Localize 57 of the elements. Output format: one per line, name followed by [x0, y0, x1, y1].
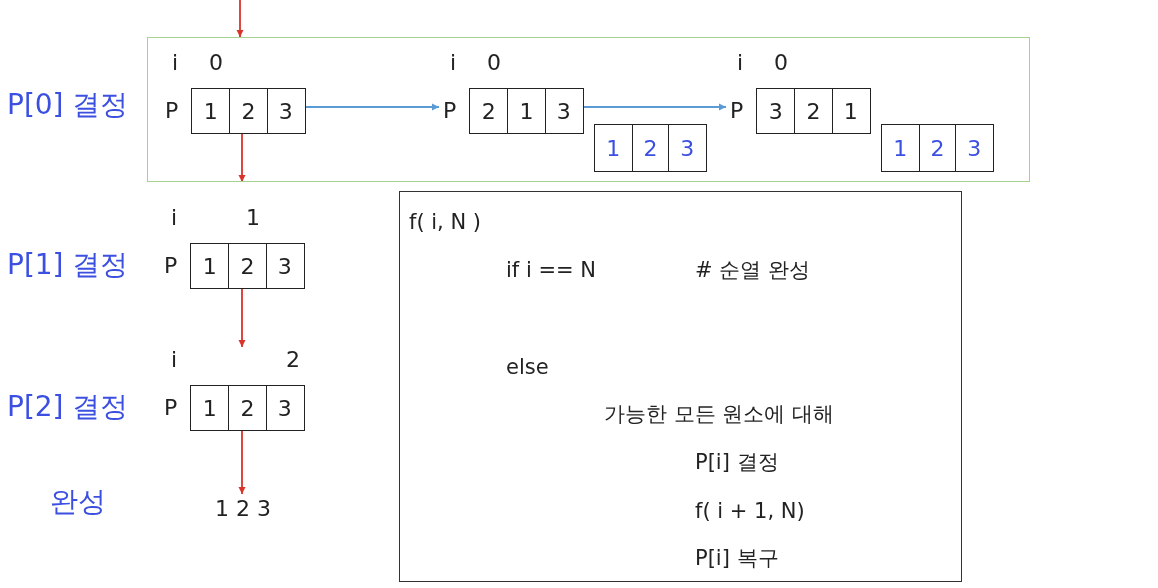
index-label: i	[171, 207, 178, 229]
array-cell-text: 1	[605, 134, 622, 163]
array-cell: 3	[544, 89, 582, 133]
step-label: P[2] 결정	[7, 393, 129, 421]
index-value: 0	[209, 52, 223, 74]
code-line: # 순열 완성	[695, 260, 810, 281]
array-cell: 1	[507, 89, 545, 133]
array-cell: 2	[631, 125, 669, 171]
array-cell: 3	[668, 125, 705, 171]
array-cell-text: 1	[202, 97, 219, 126]
array-cell: 3	[265, 244, 303, 288]
code-line: f( i, N )	[409, 212, 482, 233]
pseudocode-box	[399, 191, 962, 582]
array-name: P	[164, 397, 178, 419]
index-label: i	[450, 52, 457, 74]
index-value: 0	[774, 52, 788, 74]
array-cell: 2	[228, 244, 266, 288]
array-name: P	[730, 100, 744, 122]
index-value: 0	[487, 52, 501, 74]
index-label: i	[171, 349, 178, 371]
array-cell: 3	[265, 386, 303, 430]
index-label: i	[737, 52, 744, 74]
arrow	[236, 0, 244, 38]
array-name: P	[165, 100, 179, 122]
arrow	[238, 132, 246, 183]
array-cell-text: 1	[201, 394, 218, 423]
array-cell: 1	[831, 89, 869, 133]
array-cell: 2	[794, 89, 832, 133]
array-cell-text: 3	[767, 97, 784, 126]
code-line: P[i] 복구	[695, 548, 779, 569]
array-cell-text: 2	[480, 97, 497, 126]
array-name: P	[164, 255, 178, 277]
arrow	[238, 430, 246, 495]
result-text: 1 2 3	[210, 494, 276, 522]
arrow	[305, 103, 440, 111]
array-cell: 2	[918, 125, 956, 171]
code-line: P[i] 결정	[695, 452, 779, 473]
code-line: if i == N	[506, 260, 596, 281]
index-value: 1	[246, 207, 260, 229]
step-label: P[0] 결정	[7, 91, 129, 119]
step-label: P[1] 결정	[7, 251, 129, 279]
array-cell: 3	[266, 89, 304, 133]
step-label: 완성	[50, 488, 106, 516]
code-line: else	[506, 357, 549, 378]
group-frame	[147, 37, 1030, 182]
array-cell-text: 1	[892, 134, 909, 163]
array-cell: 2	[229, 89, 267, 133]
index-label: i	[172, 52, 179, 74]
code-line: 가능한 모든 원소에 대해	[604, 404, 835, 425]
code-line: f( i + 1, N)	[695, 501, 805, 522]
array-name: P	[443, 100, 457, 122]
array-cell: 3	[955, 125, 992, 171]
index-value: 2	[286, 349, 300, 371]
arrow	[583, 103, 727, 111]
array-cell: 2	[228, 386, 266, 430]
arrow	[238, 288, 246, 348]
array-cell-text: 1	[201, 252, 218, 281]
